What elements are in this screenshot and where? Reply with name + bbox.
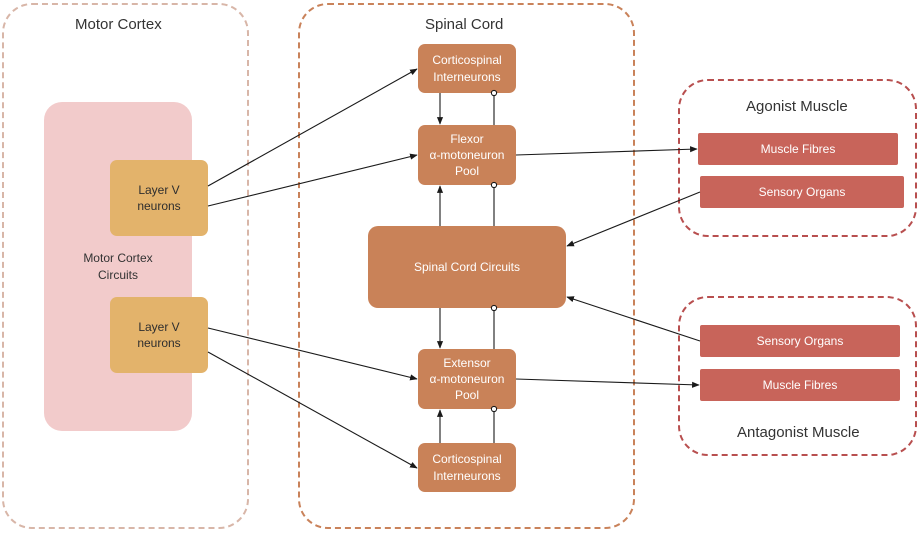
motor-cortex-title: Motor Cortex bbox=[75, 16, 162, 33]
spinal-cord-panel bbox=[298, 3, 635, 529]
inhibit-extensor-to-spinal-circuits-end bbox=[490, 304, 498, 312]
inhibit-spinal-circuits-to-flexor-pool-end bbox=[490, 181, 498, 189]
motor-cortex-panel bbox=[2, 3, 249, 529]
antagonist-sensory-organs-label: Sensory Organs bbox=[756, 333, 844, 348]
antagonist-sensory-organs: Sensory Organs bbox=[700, 325, 900, 357]
arrow-antagonist-sensory-to-spinal-circuits bbox=[566, 296, 701, 342]
spinal-cord-circuits: Spinal Cord Circuits bbox=[368, 226, 566, 308]
corticospinal-interneurons-bottom: Corticospinal Interneurons bbox=[418, 443, 516, 492]
antagonist-muscle-title: Antagonist Muscle bbox=[737, 424, 860, 441]
arrow-agonist-sensory-to-spinal-circuits bbox=[566, 191, 701, 247]
corticospinal-interneurons-bottom-label: Corticospinal Interneurons bbox=[432, 452, 502, 483]
agonist-sensory-organs-label: Sensory Organs bbox=[758, 184, 846, 199]
flexor-motoneuron-pool-label: Flexor α-motoneuron Pool bbox=[429, 131, 505, 179]
extensor-motoneuron-pool: Extensor α-motoneuron Pool bbox=[418, 349, 516, 409]
flexor-motoneuron-pool: Flexor α-motoneuron Pool bbox=[418, 125, 516, 185]
layer-v-neurons-top-label: Layer V neurons bbox=[137, 182, 181, 213]
inhibit-cortico-bottom-to-extensor-pool-end bbox=[490, 405, 498, 413]
antagonist-muscle-panel bbox=[678, 296, 917, 456]
inhibit-cortico-top-to-flexor-pool-end bbox=[490, 89, 498, 97]
spinal-cord-circuits-label: Spinal Cord Circuits bbox=[413, 259, 521, 274]
agonist-sensory-organs: Sensory Organs bbox=[700, 176, 904, 208]
agonist-muscle-title: Agonist Muscle bbox=[746, 98, 848, 115]
layer-v-neurons-bottom-label: Layer V neurons bbox=[137, 319, 181, 350]
corticospinal-interneurons-top-label: Corticospinal Interneurons bbox=[432, 53, 502, 84]
layer-v-neurons-bottom: Layer V neurons bbox=[110, 297, 208, 373]
spinal-cord-title: Spinal Cord bbox=[425, 16, 504, 33]
agonist-muscle-fibres: Muscle Fibres bbox=[698, 133, 898, 165]
arrow-extensor-pool-to-antagonist-fibres bbox=[515, 378, 700, 388]
corticospinal-interneurons-top: Corticospinal Interneurons bbox=[418, 44, 516, 93]
arrow-layer-v-bottom-to-extensor-pool bbox=[207, 327, 418, 381]
extensor-motoneuron-pool-label: Extensor α-motoneuron Pool bbox=[429, 355, 505, 403]
antagonist-muscle-fibres-label: Muscle Fibres bbox=[762, 377, 838, 392]
agonist-muscle-panel bbox=[678, 79, 917, 237]
motor-cortex-circuits-label: Motor Cortex Circuits bbox=[83, 251, 153, 282]
layer-v-neurons-top: Layer V neurons bbox=[110, 160, 208, 236]
arrow-flexor-pool-to-agonist-fibres bbox=[515, 146, 698, 156]
antagonist-muscle-fibres: Muscle Fibres bbox=[700, 369, 900, 401]
agonist-muscle-fibres-label: Muscle Fibres bbox=[760, 141, 836, 156]
arrow-layer-v-top-to-flexor-pool bbox=[207, 153, 418, 207]
arrow-layer-v-top-to-cortico-top bbox=[207, 68, 418, 187]
motor-cortex-circuits-region bbox=[44, 102, 192, 431]
arrow-layer-v-bottom-to-cortico-bottom bbox=[207, 351, 418, 469]
